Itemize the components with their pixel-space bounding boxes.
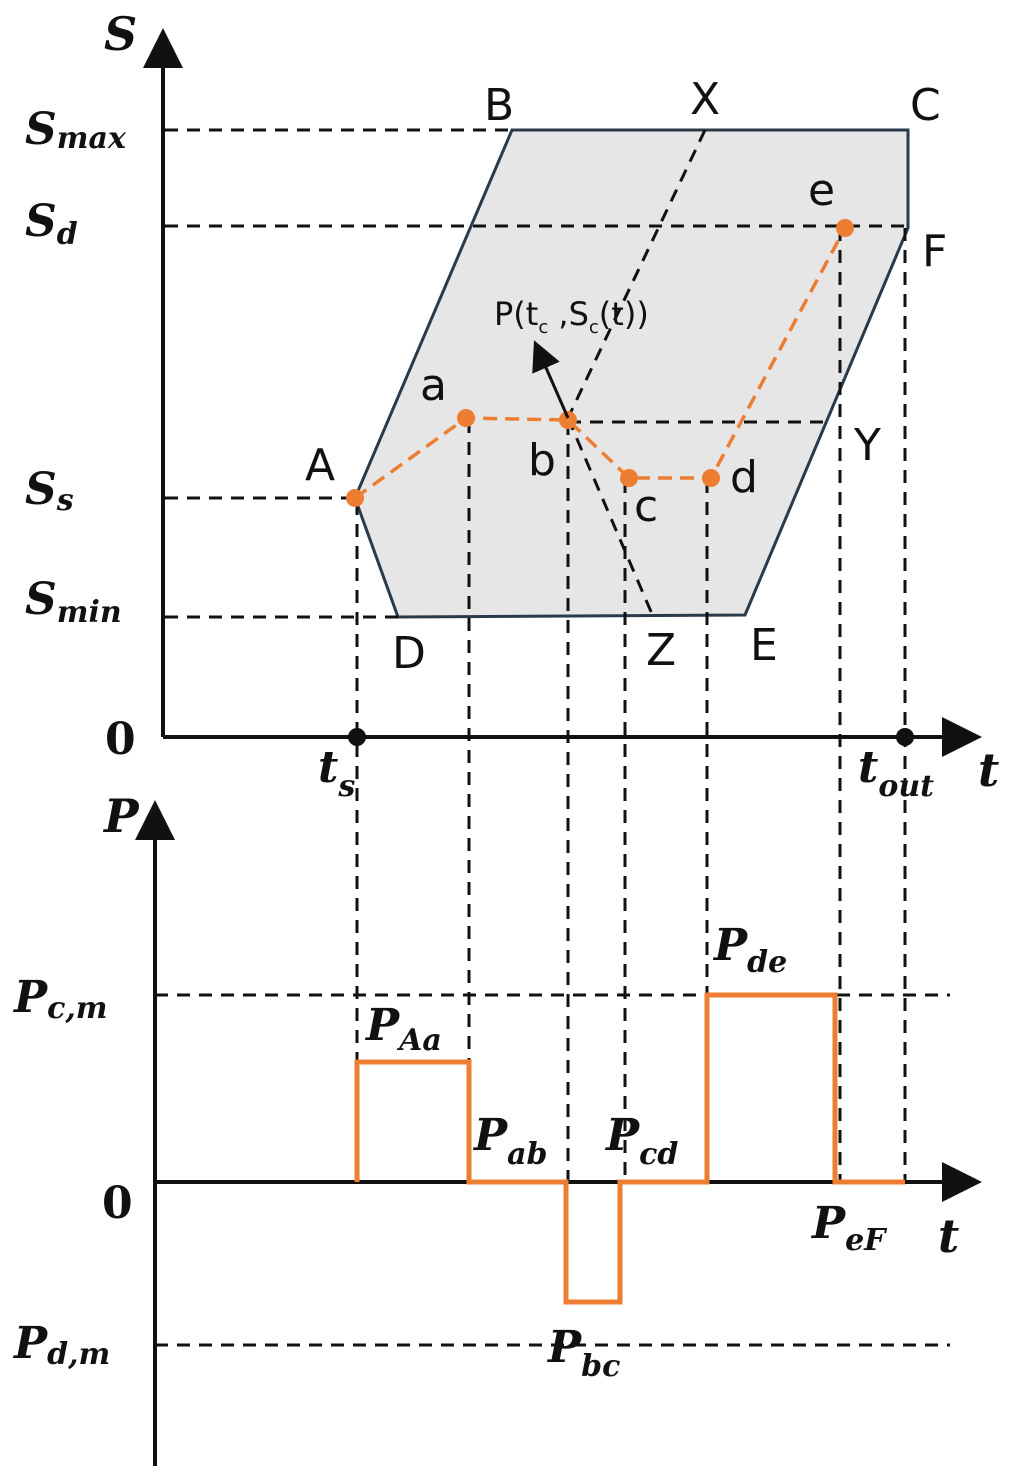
label-E: E — [750, 620, 778, 671]
label-d: d — [730, 452, 758, 503]
tout-label: tout — [858, 742, 934, 804]
line-x-z — [566, 129, 707, 419]
lower-origin: 0 — [102, 1178, 133, 1229]
smin-label: Smin — [25, 574, 122, 630]
pcm-label: Pc,m — [12, 972, 108, 1026]
annotation-arrow — [532, 340, 570, 419]
traj-point-b — [559, 411, 577, 429]
upper-y-title: S — [104, 7, 137, 61]
line-b-z — [566, 417, 654, 615]
upper-origin: 0 — [105, 714, 136, 765]
p-ef-label: PeF — [810, 1198, 888, 1258]
smax-label: Smax — [25, 104, 127, 156]
p-de-label: Pde — [712, 920, 787, 980]
p-bc-label: Pbc — [546, 1322, 620, 1384]
ts-label: ts — [318, 742, 355, 804]
ss-label: Ss — [25, 464, 74, 518]
label-b: b — [528, 435, 556, 486]
label-c: c — [634, 481, 658, 532]
upper-x-title: t — [978, 743, 999, 797]
label-Y: Y — [853, 420, 881, 471]
p-aa-label: PAa — [364, 1000, 442, 1058]
power-profile — [354, 992, 905, 1305]
label-B: B — [484, 80, 514, 131]
p-ab-label: Pab — [472, 1110, 548, 1172]
label-a: a — [420, 360, 447, 411]
sd-label: Sd — [25, 196, 78, 252]
label-e: e — [808, 165, 835, 216]
annotation-label: P(tc ,Sc(t)) — [494, 295, 649, 338]
traj-point-A — [346, 489, 364, 507]
lower-x-title: t — [938, 1209, 959, 1263]
ts-marker — [348, 728, 366, 746]
label-Z: Z — [646, 625, 676, 676]
label-C: C — [910, 80, 941, 131]
traj-point-d — [702, 469, 720, 487]
traj-point-a — [457, 409, 475, 427]
lower-y-title: P — [102, 789, 140, 843]
traj-point-e — [836, 219, 854, 237]
label-X: X — [690, 74, 720, 125]
label-F: F — [922, 226, 947, 277]
label-D: D — [392, 628, 426, 679]
traj-point-c — [620, 469, 638, 487]
tout-marker — [896, 728, 914, 746]
p-cd-label: Pcd — [604, 1110, 678, 1172]
pdm-label: Pd,m — [12, 1318, 110, 1372]
soc-trajectory — [353, 227, 847, 500]
label-A: A — [305, 440, 335, 491]
